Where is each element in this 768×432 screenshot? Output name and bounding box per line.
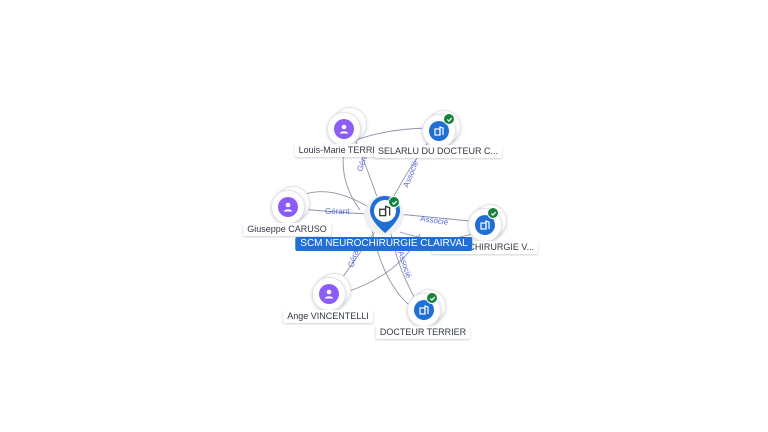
building-icon	[429, 121, 449, 141]
node-louis-marie-terrier[interactable]	[327, 107, 367, 148]
building-icon	[378, 204, 392, 223]
verified-check-icon	[388, 196, 400, 208]
node-ange-vincentelli[interactable]	[312, 273, 352, 313]
node-disc	[271, 190, 305, 224]
node-label-center-scm[interactable]: SCM NEUROCHIRURGIE CLAIRVAL	[295, 237, 473, 251]
node-disc	[312, 277, 346, 311]
node-selarlu[interactable]	[422, 110, 462, 150]
node-center-scm[interactable]	[362, 193, 410, 241]
building-icon	[475, 215, 495, 235]
edge-label-selarlu: Associé	[402, 159, 421, 189]
node-docteur-terrier[interactable]	[407, 289, 447, 329]
node-label-louis-marie-terrier[interactable]: Louis-Marie TERRIER	[294, 144, 392, 157]
node-disc	[407, 293, 441, 327]
node-disc	[327, 112, 361, 146]
person-icon	[278, 197, 298, 217]
edge-label-neurov: Associé	[420, 214, 450, 227]
node-label-giuseppe-caruso[interactable]: Giuseppe CARUSO	[243, 223, 331, 236]
building-icon	[414, 300, 434, 320]
node-label-docteur-terrier[interactable]: DOCTEUR TERRIER	[375, 326, 471, 339]
person-icon	[319, 284, 339, 304]
verified-check-icon	[426, 292, 438, 304]
node-giuseppe-caruso[interactable]	[271, 186, 311, 226]
node-label-ange-vincentelli[interactable]: Ange VINCENTELLI	[283, 310, 373, 323]
verified-check-icon	[487, 207, 499, 219]
edge-label-giuseppe: Gérant	[325, 207, 350, 216]
edge-label-docteur: Associé	[396, 250, 413, 280]
node-neurochirurgie-v[interactable]	[468, 204, 508, 244]
edge-selarlu-secondary	[355, 127, 433, 141]
person-icon	[334, 119, 354, 139]
verified-check-icon	[443, 113, 455, 125]
node-label-selarlu[interactable]: SELARLU DU DOCTEUR C...	[373, 145, 503, 158]
